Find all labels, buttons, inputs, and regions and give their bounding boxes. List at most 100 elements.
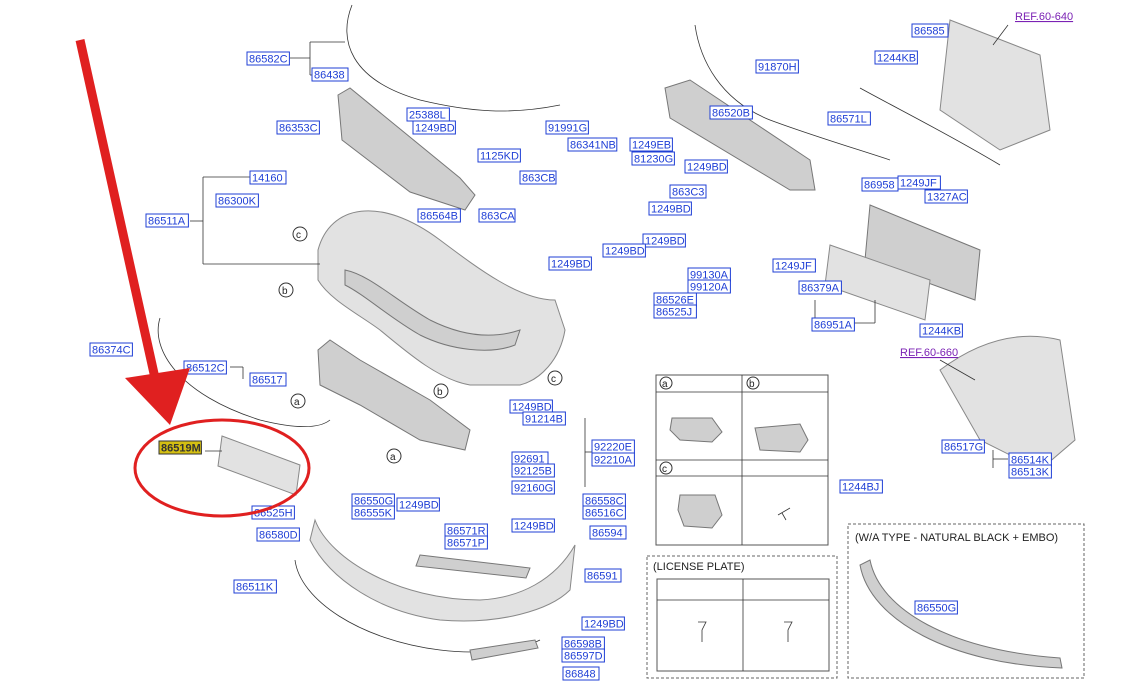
part-label-86511k[interactable]: 86511K bbox=[233, 579, 277, 594]
ref-60-660[interactable]: REF.60-660 bbox=[900, 347, 958, 359]
part-number-text: 1249JF bbox=[775, 261, 812, 273]
part-number-text: 86526E bbox=[656, 295, 694, 307]
part-label-1125kd[interactable]: 1125KD bbox=[477, 148, 521, 163]
part-number-text: 99130A bbox=[690, 270, 729, 282]
part-number-text: 1249BD bbox=[551, 259, 591, 271]
part-label-86580d[interactable]: 86580D bbox=[256, 527, 300, 542]
part-label-86848[interactable]: 86848 bbox=[562, 666, 600, 681]
part-label-14160[interactable]: 14160 bbox=[249, 170, 287, 185]
red-highlight-ellipse bbox=[133, 418, 311, 518]
part-label-1249eb[interactable]: 1249EB bbox=[629, 137, 673, 152]
part-number-text: 1249BD bbox=[651, 204, 691, 216]
part-label-86594[interactable]: 86594 bbox=[589, 525, 627, 540]
part-label-863c3[interactable]: 863C3 bbox=[669, 184, 707, 199]
parking-sensor-c-part bbox=[677, 494, 723, 529]
part-label-86516c[interactable]: 86516C bbox=[582, 505, 626, 520]
part-label-86517g[interactable]: 86517G bbox=[941, 439, 985, 454]
part-label-86591[interactable]: 86591 bbox=[584, 568, 622, 583]
part-label-1249jf_b[interactable]: 1249JF bbox=[772, 258, 816, 273]
part-label-99130a[interactable]: 99130A bbox=[687, 267, 731, 282]
part-label-86958[interactable]: 86958 bbox=[861, 177, 899, 192]
part-label-86514k[interactable]: 86514K bbox=[1008, 452, 1052, 467]
parking-sensor-a-part bbox=[669, 417, 723, 443]
part-label-1249bd_i[interactable]: 1249BD bbox=[511, 518, 555, 533]
part-label-86512c[interactable]: 86512C bbox=[183, 360, 227, 375]
part-label-99120a[interactable]: 99120A bbox=[687, 279, 731, 294]
part-label-1249bd_c[interactable]: 1249BD bbox=[648, 201, 692, 216]
part-label-91991g[interactable]: 91991G bbox=[545, 120, 589, 135]
part-number-text: 1244BJ bbox=[842, 482, 879, 494]
part-label-1249bd_j[interactable]: 1249BD bbox=[581, 616, 625, 631]
part-label-863ca[interactable]: 863CA bbox=[478, 208, 516, 223]
part-label-86598b[interactable]: 86598B bbox=[561, 636, 605, 651]
wa-type-strip-part bbox=[859, 559, 1063, 669]
part-label-1244kb_a[interactable]: 1244KB bbox=[874, 50, 918, 65]
part-label-1327ac[interactable]: 1327AC bbox=[924, 189, 968, 204]
part-label-86585[interactable]: 86585 bbox=[911, 23, 949, 38]
part-label-1249bd_f[interactable]: 1249BD bbox=[548, 256, 592, 271]
callout-a-upper: a bbox=[290, 393, 306, 409]
part-number-text: 92210A bbox=[594, 455, 633, 467]
part-number-text: 86511A bbox=[148, 216, 186, 228]
part-label-91870h[interactable]: 91870H bbox=[755, 59, 799, 74]
part-label-92691[interactable]: 92691 bbox=[511, 451, 549, 466]
part-number-text: 92691 bbox=[514, 454, 545, 466]
part-number-text: 86550G bbox=[354, 496, 393, 508]
part-label-86564b[interactable]: 86564B bbox=[417, 208, 461, 223]
part-label-86550g_b[interactable]: 86550G bbox=[914, 600, 958, 615]
part-label-1249bd_g[interactable]: 1249BD bbox=[509, 399, 553, 414]
part-number-text: 86558C bbox=[585, 496, 624, 508]
license-screw-a-icon bbox=[698, 621, 707, 642]
part-label-91214b[interactable]: 91214B bbox=[522, 411, 566, 426]
part-label-86525j[interactable]: 86525J bbox=[653, 304, 697, 319]
part-number-text: 86848 bbox=[565, 669, 596, 681]
part-label-86526e[interactable]: 86526E bbox=[653, 292, 697, 307]
part-label-92160g[interactable]: 92160G bbox=[511, 480, 555, 495]
part-label-1249bd_a[interactable]: 1249BD bbox=[412, 120, 456, 135]
callout-c-middle: c bbox=[547, 370, 563, 386]
part-label-1249bd_d[interactable]: 1249BD bbox=[642, 233, 686, 248]
part-label-86571l[interactable]: 86571L bbox=[827, 111, 871, 126]
part-label-86519m[interactable]: 86519M bbox=[158, 440, 202, 455]
part-label-1249bd_b[interactable]: 1249BD bbox=[684, 159, 728, 174]
part-label-1244kb_b[interactable]: 1244KB bbox=[919, 323, 963, 338]
part-label-1249jf_a[interactable]: 1249JF bbox=[897, 175, 941, 190]
part-label-92125b[interactable]: 92125B bbox=[511, 463, 555, 478]
part-label-86520b[interactable]: 86520B bbox=[709, 105, 753, 120]
part-label-25388l[interactable]: 25388L bbox=[406, 107, 450, 122]
red-arrow-annotation bbox=[75, 39, 190, 425]
part-number-text: 86598B bbox=[564, 639, 602, 651]
part-label-86582c[interactable]: 86582C bbox=[246, 51, 290, 66]
part-label-86558c[interactable]: 86558C bbox=[582, 493, 626, 508]
part-label-86951a[interactable]: 86951A bbox=[811, 317, 855, 332]
part-label-86438[interactable]: 86438 bbox=[311, 67, 349, 82]
part-label-86550g_a[interactable]: 86550G bbox=[351, 493, 395, 508]
part-label-86374c[interactable]: 86374C bbox=[89, 342, 133, 357]
part-label-86513k[interactable]: 86513K bbox=[1008, 464, 1052, 479]
sensor-table: a b c bbox=[655, 374, 829, 546]
part-number-text: 1249BD bbox=[415, 123, 455, 135]
ref-60-640[interactable]: REF.60-640 bbox=[1015, 11, 1073, 23]
part-label-92220e[interactable]: 92220E bbox=[591, 439, 635, 454]
part-label-86341nb[interactable]: 86341NB bbox=[567, 137, 618, 152]
part-label-863cb[interactable]: 863CB bbox=[519, 170, 557, 185]
part-label-86555k[interactable]: 86555K bbox=[351, 505, 395, 520]
part-label-86571p[interactable]: 86571P bbox=[444, 535, 488, 550]
part-label-86379a[interactable]: 86379A bbox=[798, 280, 842, 295]
part-label-86353c[interactable]: 86353C bbox=[276, 120, 320, 135]
part-label-86571r[interactable]: 86571R bbox=[444, 523, 488, 538]
part-label-86300k[interactable]: 86300K bbox=[215, 193, 259, 208]
part-label-81230g[interactable]: 81230G bbox=[631, 151, 675, 166]
part-number-text: 86571P bbox=[447, 538, 485, 550]
part-label-86511a[interactable]: 86511A bbox=[145, 213, 189, 228]
part-label-92210a[interactable]: 92210A bbox=[591, 452, 635, 467]
part-number-text: 863CB bbox=[522, 173, 556, 185]
part-label-86597d[interactable]: 86597D bbox=[561, 648, 605, 663]
license-plate-title: (LICENSE PLATE) bbox=[653, 561, 745, 573]
part-label-1249bd_h[interactable]: 1249BD bbox=[396, 497, 440, 512]
part-label-86517[interactable]: 86517 bbox=[249, 372, 287, 387]
upper-beam-part bbox=[337, 87, 476, 211]
part-label-1249bd_e[interactable]: 1249BD bbox=[602, 243, 646, 258]
part-label-1244bj[interactable]: 1244BJ bbox=[839, 479, 883, 494]
